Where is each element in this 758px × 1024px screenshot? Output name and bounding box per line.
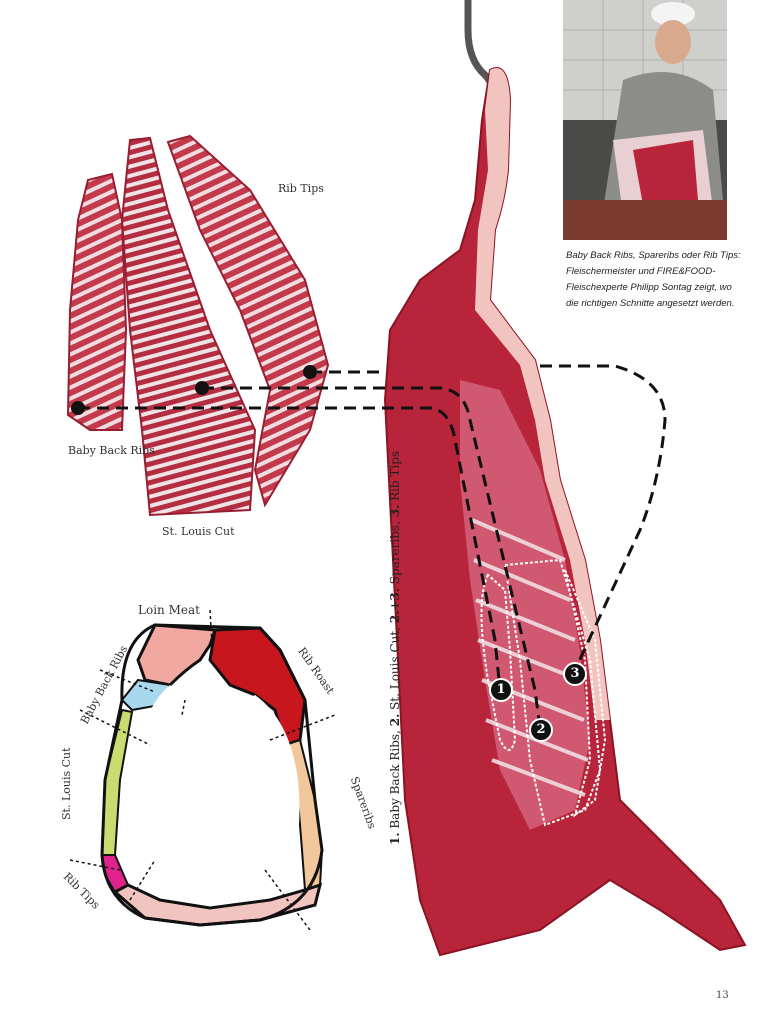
rib-cross-section [69,609,336,930]
section-outline [100,623,324,927]
legend-num-4: 3. [388,504,402,518]
connector-st-louis [202,386,542,729]
label-rib-tips: Rib Tips [278,182,324,195]
section-cavity [131,685,300,897]
marker-1: 1 [489,678,513,702]
fat-layer [475,68,610,720]
marker-2: 2 [529,718,553,742]
legend-num-3: 2.+3. [388,588,402,624]
rib-region [460,380,590,830]
rib-slabs-illustration [66,134,330,517]
baby-back-ribs-slab [66,172,128,431]
st-louis-cut-slab [120,136,257,517]
marker-3: 3 [563,662,587,686]
cs-label-loin-meat: Loin Meat [138,603,200,617]
label-baby-back-ribs: Baby Back Ribs [68,444,155,457]
section-st-louis-cut [100,708,134,856]
photo-caption: Baby Back Ribs, Spareribs oder Rib Tips:… [566,250,741,309]
label-st-louis-cut: St. Louis Cut [162,525,235,538]
marker-1-number: 1 [496,682,506,697]
dot-baby-back [71,401,85,415]
dot-st-louis [195,381,209,395]
rib-tips-slab [166,134,330,508]
page-number: 13 [716,990,729,1001]
legend-num-2: 2. [388,713,402,727]
butcher-photo [563,0,727,240]
legend-text-2: St. Louis Cut, [388,623,402,714]
pork-side-illustration [383,0,747,957]
cut-outline-1 [480,573,517,751]
marker-2-number: 2 [536,722,546,737]
butcher-photo-drawing [563,0,727,240]
connector-spareribs [540,364,667,671]
vertical-legend: 1. Baby Back Ribs, 2. St. Louis Cut, 2.+… [388,451,402,845]
legend-text-1: Baby Back Ribs, [388,726,402,833]
section-loin-meat [136,623,218,687]
cs-label-st-louis-cut: St. Louis Cut [60,747,73,820]
dot-rib-tips [303,365,317,379]
connector-baby-back [78,406,502,691]
legend-num-1: 1. [388,832,402,845]
marker-3-number: 3 [570,666,580,681]
legend-text-4: Rib Tips [388,450,402,505]
legend-text-3: Spareribs, [388,517,402,589]
